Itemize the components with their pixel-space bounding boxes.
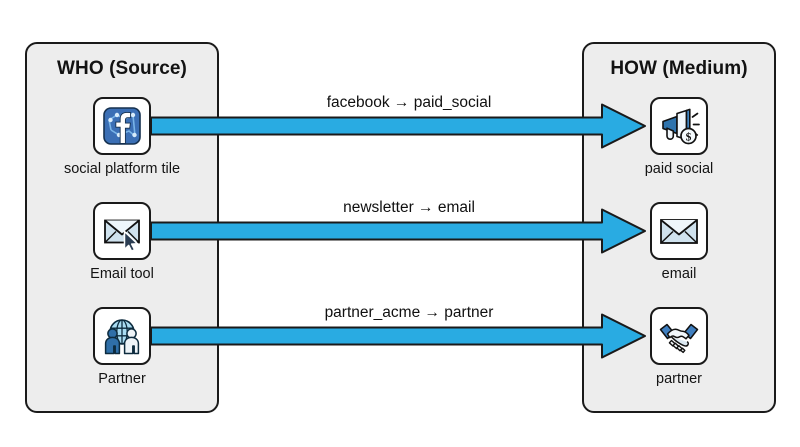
mapping-arrow-partner: [150, 313, 646, 359]
mapping-arrow-facebook: [150, 103, 646, 149]
mapping-label-partner: partner_acme → partner: [324, 304, 494, 321]
source-node-caption: Email tool: [90, 266, 154, 282]
mapping-label-facebook: facebook → paid_social: [326, 94, 492, 111]
source-node-partner[interactable]: Partner: [27, 307, 217, 388]
medium-node-email[interactable]: email: [584, 202, 774, 283]
medium-node-caption: paid social: [644, 161, 714, 177]
medium-node-paid-social[interactable]: $ paid social: [584, 97, 774, 178]
facebook-social-icon: [93, 97, 151, 155]
medium-node-caption: email: [661, 266, 697, 282]
medium-node-caption: partner: [656, 371, 702, 387]
envelope-icon: [650, 202, 708, 260]
mapping-arrow-newsletter: [150, 208, 646, 254]
handshake-icon: [650, 307, 708, 365]
people-globe-icon: [93, 307, 151, 365]
source-panel-title: WHO (Source): [57, 58, 187, 79]
source-node-email-tool[interactable]: Email tool: [27, 202, 217, 283]
medium-panel-title: HOW (Medium): [610, 58, 748, 79]
mapping-label-newsletter: newsletter → email: [343, 199, 475, 216]
source-node-caption: social platform tile: [63, 161, 181, 177]
source-node-caption: Partner: [98, 371, 146, 387]
megaphone-dollar-icon: $: [650, 97, 708, 155]
source-node-social-platform[interactable]: social platform tile: [27, 97, 217, 178]
medium-node-partner[interactable]: partner: [584, 307, 774, 388]
envelope-cursor-icon: [93, 202, 151, 260]
svg-text:$: $: [686, 131, 692, 144]
